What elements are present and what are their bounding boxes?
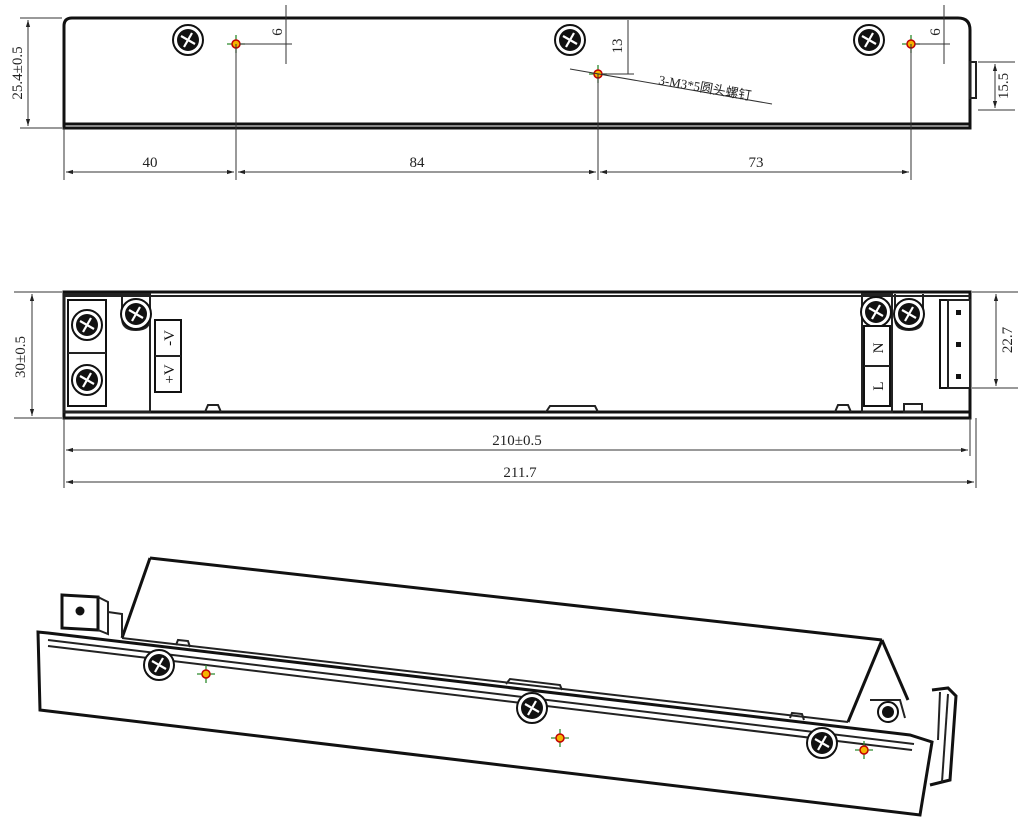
screw-icon xyxy=(142,648,176,682)
screw-icon xyxy=(515,691,549,725)
screw-icon xyxy=(805,726,839,760)
input-connector-block xyxy=(939,299,971,389)
terminal-screw-icon xyxy=(70,363,104,397)
spacing-dim-2: 84 xyxy=(410,155,426,171)
mount-point-icon xyxy=(196,664,216,684)
top-view-height-dim: 25.4±0.5 xyxy=(10,46,26,99)
top-view-edge-offset-center: 13 xyxy=(610,39,626,54)
screw-icon xyxy=(553,23,587,57)
side-view-height-dim: 30±0.5 xyxy=(13,336,29,378)
terminal-screw-icon xyxy=(859,295,893,329)
length-dim: 210±0.5 xyxy=(492,433,541,449)
top-view-terminal-tab xyxy=(969,61,977,99)
terminal-screw-icon xyxy=(70,308,104,342)
mount-screw-icon xyxy=(892,297,926,331)
side-view: +V -V N L 30±0.5 22.7 xyxy=(13,290,1018,488)
screw-icon xyxy=(171,23,205,57)
mount-point-icon xyxy=(550,728,570,748)
overall-length-dim: 211.7 xyxy=(503,465,537,481)
spacing-dim-1: 40 xyxy=(143,155,158,171)
terminal-label-minus-v: -V xyxy=(162,330,178,346)
top-view-housing-outline xyxy=(62,16,972,130)
isometric-housing-body xyxy=(36,630,934,817)
terminal-block-dim: 22.7 xyxy=(1000,326,1016,353)
screw-icon xyxy=(852,23,886,57)
terminal-label-n: N xyxy=(871,342,887,353)
isometric-view xyxy=(36,556,958,817)
terminal-label-l: L xyxy=(871,381,887,390)
top-view-edge-offset-left: 6 xyxy=(270,28,286,36)
screw-note: 3-M3*5圆头螺钉 xyxy=(657,72,752,103)
side-view-housing-outline xyxy=(62,290,972,420)
terminal-label-plus-v: +V xyxy=(162,364,178,383)
top-view-terminal-height-dim: 15.5 xyxy=(996,73,1012,99)
top-view-edge-offset-right: 6 xyxy=(928,28,944,36)
spacing-dim-3: 73 xyxy=(749,155,764,171)
mount-screw-icon xyxy=(119,297,153,331)
top-view: 25.4±0.5 15.5 6 13 6 3-M3*5圆头螺钉 40 84 73 xyxy=(10,5,1015,180)
